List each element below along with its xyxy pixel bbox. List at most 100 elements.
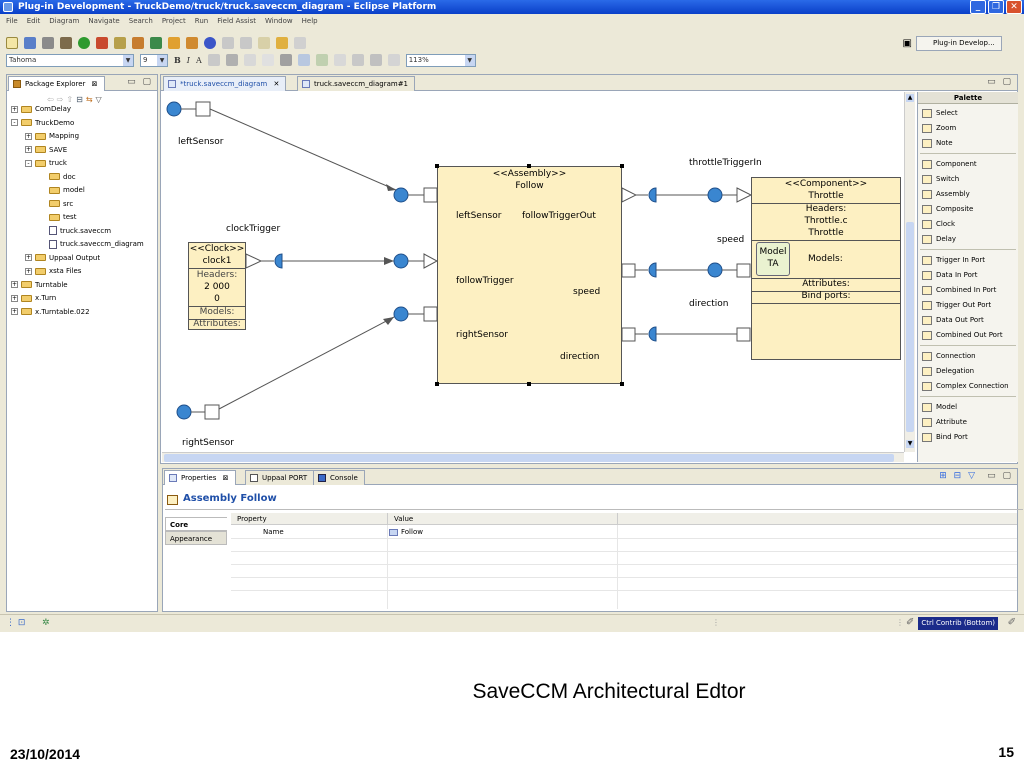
diagram-horizontal-scrollbar[interactable] (162, 452, 904, 462)
ctrl-contrib-badge[interactable]: Ctrl Contrib (Bottom) (918, 617, 998, 630)
new-package-icon[interactable] (132, 37, 144, 49)
expand-icon[interactable]: + (25, 146, 32, 153)
tab-core[interactable]: Core (165, 517, 227, 531)
scroll-up-icon[interactable]: ▲ (906, 94, 914, 102)
assembly-right-sensor-port[interactable] (393, 306, 409, 322)
plugin-status-icon[interactable]: ✲ (42, 618, 50, 628)
tree-item[interactable]: doc (11, 171, 144, 185)
arrange-icon[interactable] (279, 54, 292, 66)
expand-icon[interactable]: + (11, 105, 18, 113)
scroll-thumb[interactable] (164, 454, 894, 462)
selection-handle[interactable] (620, 382, 624, 386)
back-icon[interactable] (276, 37, 288, 49)
assembly-follow[interactable]: <<Assembly>> Follow leftSensor followTri… (437, 166, 622, 384)
external-tools-icon[interactable] (96, 37, 108, 49)
view-minmax-icon[interactable]: ▭ ▢ (127, 77, 153, 87)
close-icon[interactable]: ✕ (273, 80, 280, 88)
compartment-icon[interactable] (387, 54, 400, 66)
expand-icon[interactable]: + (25, 254, 32, 261)
palette-item[interactable]: Data In Port (922, 268, 978, 282)
tree-item[interactable]: truck.saveccm (11, 225, 144, 239)
right-sensor-port[interactable] (176, 404, 192, 420)
close-button[interactable]: ✕ (1006, 0, 1022, 14)
align-icon[interactable] (297, 54, 310, 66)
new-plugin-icon[interactable] (114, 37, 126, 49)
props-toolbar-icons[interactable]: ⊞ ⊟ ▽ (939, 471, 977, 481)
line-color-icon[interactable] (225, 54, 238, 66)
throttle-trigger-in-port[interactable] (707, 187, 723, 203)
palette-item[interactable]: Data Out Port (922, 313, 984, 327)
tree-item[interactable]: -TruckDemo (11, 117, 144, 131)
collapse-icon[interactable]: - (25, 159, 32, 167)
left-sensor-connection[interactable] (209, 108, 397, 191)
close-icon[interactable]: ⊠ (91, 80, 98, 88)
last-edit-icon[interactable] (258, 37, 270, 49)
tree-item[interactable]: -truck (11, 157, 144, 171)
tab-editor-diagram-2[interactable]: truck.saveccm_diagram#1 (297, 76, 416, 91)
search-icon[interactable] (186, 37, 198, 49)
debug-icon[interactable] (60, 37, 72, 49)
contrib-icon-2[interactable]: ✐ (1007, 617, 1016, 628)
palette-item[interactable]: Select (922, 106, 958, 120)
palette-item[interactable]: Combined In Port (922, 283, 996, 297)
back-icon[interactable]: ⇦ (47, 95, 57, 104)
expand-icon[interactable]: + (11, 281, 18, 288)
menu-file[interactable]: File (6, 17, 18, 25)
menu-field-assist[interactable]: Field Assist (217, 17, 257, 25)
palette-item[interactable]: Model (922, 400, 957, 414)
selection-handle[interactable] (527, 382, 531, 386)
forward-icon[interactable] (294, 37, 306, 49)
menu-window[interactable]: Window (265, 17, 293, 25)
palette-item[interactable]: Bind Port (922, 430, 968, 444)
diagram-vertical-scrollbar[interactable]: ▲ ▼ (904, 92, 915, 452)
palette-item[interactable]: Assembly (922, 187, 970, 201)
router-icon[interactable] (351, 54, 364, 66)
font-color-button[interactable]: A (195, 55, 202, 65)
tab-package-explorer[interactable]: Package Explorer ⊠ (8, 76, 105, 91)
zoom-select[interactable]: 113% ▼ (405, 53, 476, 67)
palette-item[interactable]: Note (922, 136, 953, 150)
tree-item[interactable]: +x.Turn (11, 292, 144, 306)
font-family-select[interactable]: Tahoma ▼ (6, 53, 134, 67)
right-sensor-trigger[interactable] (204, 404, 220, 420)
close-icon[interactable]: ⊠ (222, 474, 229, 482)
menu-edit[interactable]: Edit (26, 17, 41, 25)
direction-out-port[interactable] (621, 327, 636, 342)
clock-component[interactable]: <<Clock>> clock1 Headers: 2 000 0 Models… (188, 242, 246, 330)
scroll-down-icon[interactable]: ▼ (906, 440, 914, 448)
left-sensor-trigger[interactable] (195, 101, 211, 117)
tree-item[interactable]: truck.saveccm_diagram (11, 238, 144, 252)
tree-item[interactable]: +x.Turntable.022 (11, 306, 144, 320)
expand-icon[interactable]: + (25, 132, 32, 140)
right-sensor-connection[interactable] (218, 316, 395, 410)
new-class-icon[interactable] (150, 37, 162, 49)
tab-properties[interactable]: Properties ⊠ (164, 470, 236, 485)
menu-diagram[interactable]: Diagram (49, 17, 80, 25)
palette-item[interactable]: Switch (922, 172, 959, 186)
select-all-icon[interactable] (261, 54, 274, 66)
expand-icon[interactable]: + (11, 308, 18, 315)
col-header-value[interactable]: Value (387, 513, 617, 525)
palette-item[interactable]: Combined Out Port (922, 328, 1003, 342)
collapse-icon[interactable]: - (11, 119, 18, 126)
tree-item[interactable]: +ComDelay (11, 103, 144, 117)
open-perspective-icon[interactable]: ▣ (902, 38, 912, 49)
expand-icon[interactable]: + (25, 267, 32, 275)
menu-help[interactable]: Help (301, 17, 318, 25)
tree-item[interactable]: +xsta Files (11, 265, 144, 279)
assembly-left-sensor-port[interactable] (393, 187, 409, 203)
component-throttle[interactable]: <<Component>> Throttle Headers: Throttle… (751, 177, 901, 360)
run-icon[interactable] (78, 37, 90, 49)
distribute-icon[interactable] (315, 54, 328, 66)
left-sensor-port[interactable] (166, 101, 182, 117)
palette-item[interactable]: Delegation (922, 364, 974, 378)
tree-item[interactable]: test (11, 211, 144, 225)
menu-navigate[interactable]: Navigate (88, 17, 120, 25)
next-annotation-icon[interactable] (222, 37, 234, 49)
menu-search[interactable]: Search (128, 17, 153, 25)
uppaal-icon[interactable] (204, 37, 216, 49)
italic-button[interactable]: I (186, 55, 190, 65)
delete-from-diagram-icon[interactable] (369, 54, 382, 66)
palette-header[interactable]: Palette (918, 92, 1018, 104)
palette-item[interactable]: Composite (922, 202, 973, 216)
